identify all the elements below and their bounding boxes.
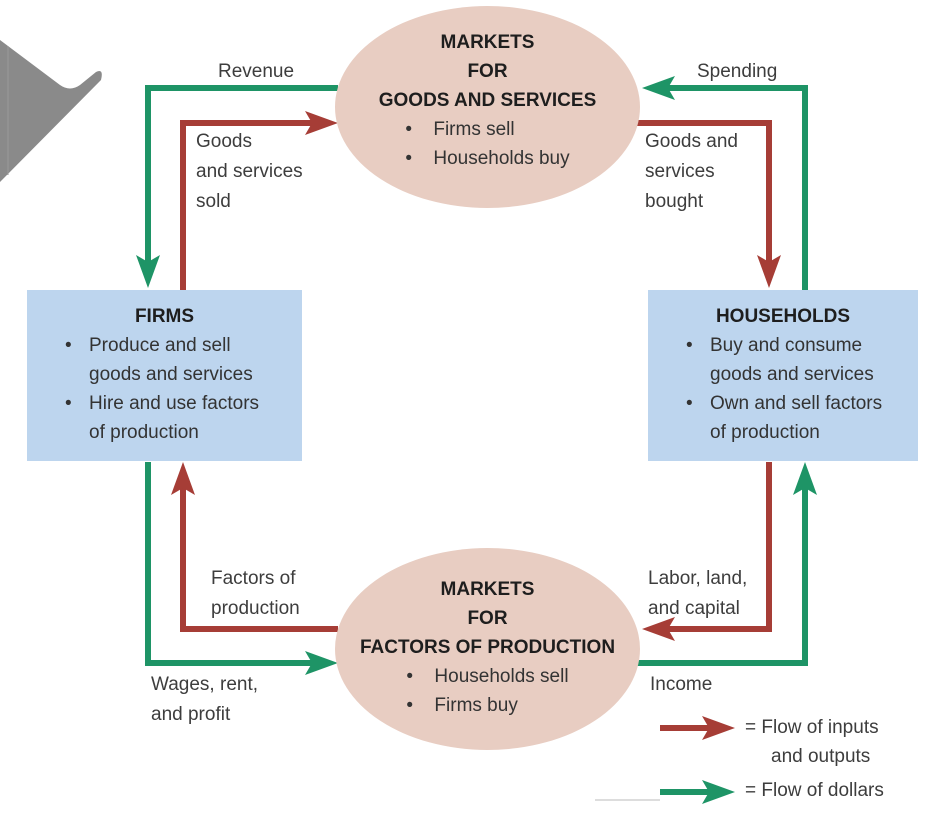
markets-factors-title-2: FOR <box>467 608 508 629</box>
wages-line: and profit <box>151 704 231 725</box>
goods-bought-flow-line <box>636 120 772 268</box>
legend-red-arrowhead <box>702 716 735 740</box>
bullet-dot: • <box>686 335 693 356</box>
factors-arrowhead <box>171 462 195 495</box>
bullet-text: Own and sell factors <box>710 393 883 414</box>
markets-goods-bullet: • Households buy <box>405 144 569 173</box>
wages-line: Wages, rent, <box>151 674 259 695</box>
legend-green-arrowhead <box>702 780 735 804</box>
factors-flow-line <box>180 482 338 632</box>
households-bullet: • Own and sell factors of production <box>682 389 882 447</box>
labor-line: Labor, land, <box>648 568 748 589</box>
bullet-dot: • <box>686 393 693 414</box>
goods-bought-line: bought <box>645 191 704 212</box>
firms-title: FIRMS <box>134 306 195 327</box>
labor-line: and capital <box>648 598 740 619</box>
goods-sold-line: and services <box>196 161 303 182</box>
markets-goods-bullet: • Firms sell <box>405 115 569 144</box>
markets-factors-bullet: • Firms buy <box>406 691 568 720</box>
bullet-text: goods and services <box>89 364 253 385</box>
goods-bought-arrowhead <box>757 255 781 288</box>
bullet-text: of production <box>89 422 199 443</box>
goods-sold-line: sold <box>196 191 231 212</box>
goods-sold-label: Goods and services sold <box>196 127 303 217</box>
markets-factors-bullet: • Households sell <box>406 662 568 691</box>
markets-goods-title-2: FOR <box>467 61 508 82</box>
factors-label: Factors of production <box>211 564 300 624</box>
labor-arrowhead <box>642 617 675 641</box>
labor-flow-line <box>662 462 772 632</box>
bullet-dot: • <box>65 393 72 414</box>
bullet-text: Hire and use factors <box>89 393 260 414</box>
households-node: HOUSEHOLDS • Buy and consume goods and s… <box>648 290 918 461</box>
revenue-flow-line <box>145 85 338 268</box>
bullet-text: Produce and sell <box>89 335 231 356</box>
wages-label: Wages, rent, and profit <box>151 670 258 730</box>
bullet-text: Households buy <box>433 148 570 169</box>
cursor-arrow-icon <box>0 40 102 182</box>
factors-line: production <box>211 598 300 619</box>
firms-bullet: • Produce and sell goods and services <box>61 331 259 389</box>
firms-bullet: • Hire and use factors of production <box>61 389 259 447</box>
bullet-dot: • <box>405 148 413 169</box>
legend-dollars-text: = Flow of dollars <box>745 780 884 801</box>
bullet-dot: • <box>406 695 414 716</box>
households-bullet: • Buy and consume goods and services <box>682 331 882 389</box>
revenue-arrowhead <box>136 255 160 288</box>
markets-goods-services-node: MARKETS FOR GOODS AND SERVICES • Firms se… <box>335 6 640 208</box>
bullet-text: Firms sell <box>433 119 515 140</box>
goods-sold-line: Goods <box>196 131 252 152</box>
goods-bought-label: Goods and services bought <box>645 127 738 217</box>
wages-flow-line <box>145 462 318 666</box>
revenue-label: Revenue <box>218 61 295 82</box>
goods-bought-line: services <box>645 161 715 182</box>
spending-label: Spending <box>697 61 778 82</box>
bullet-text: goods and services <box>710 364 874 385</box>
income-flow-line <box>636 482 808 666</box>
markets-factors-title-1: MARKETS <box>440 579 535 600</box>
legend-inputs-text-2: and outputs <box>771 746 871 767</box>
income-arrowhead <box>793 462 817 495</box>
markets-goods-title-1: MARKETS <box>440 32 535 53</box>
firms-node: FIRMS • Produce and sell goods and servi… <box>27 290 302 461</box>
bullet-text: of production <box>710 422 820 443</box>
bullet-text: Buy and consume <box>710 335 863 356</box>
markets-factors-node: MARKETS FOR FACTORS OF PRODUCTION • House… <box>335 548 640 750</box>
bullet-dot: • <box>65 335 72 356</box>
bullet-text: Firms buy <box>434 695 518 716</box>
goods-sold-flow-line <box>180 120 318 290</box>
goods-sold-arrowhead <box>305 111 338 135</box>
households-title: HOUSEHOLDS <box>715 306 851 327</box>
spending-flow-line <box>662 85 808 290</box>
factors-line: Factors of <box>211 568 296 589</box>
markets-factors-title-3: FACTORS OF PRODUCTION <box>359 637 616 658</box>
goods-bought-line: Goods and <box>645 131 738 152</box>
legend-inputs-text-1: = Flow of inputs <box>745 717 879 738</box>
wages-arrowhead <box>305 651 338 675</box>
bullet-text: Households sell <box>434 666 569 687</box>
bullet-dot: • <box>405 119 413 140</box>
income-label: Income <box>650 674 713 695</box>
labor-label: Labor, land, and capital <box>648 564 747 624</box>
bullet-dot: • <box>406 666 414 687</box>
markets-goods-title-3: GOODS AND SERVICES <box>378 90 597 111</box>
spending-arrowhead <box>642 76 675 100</box>
